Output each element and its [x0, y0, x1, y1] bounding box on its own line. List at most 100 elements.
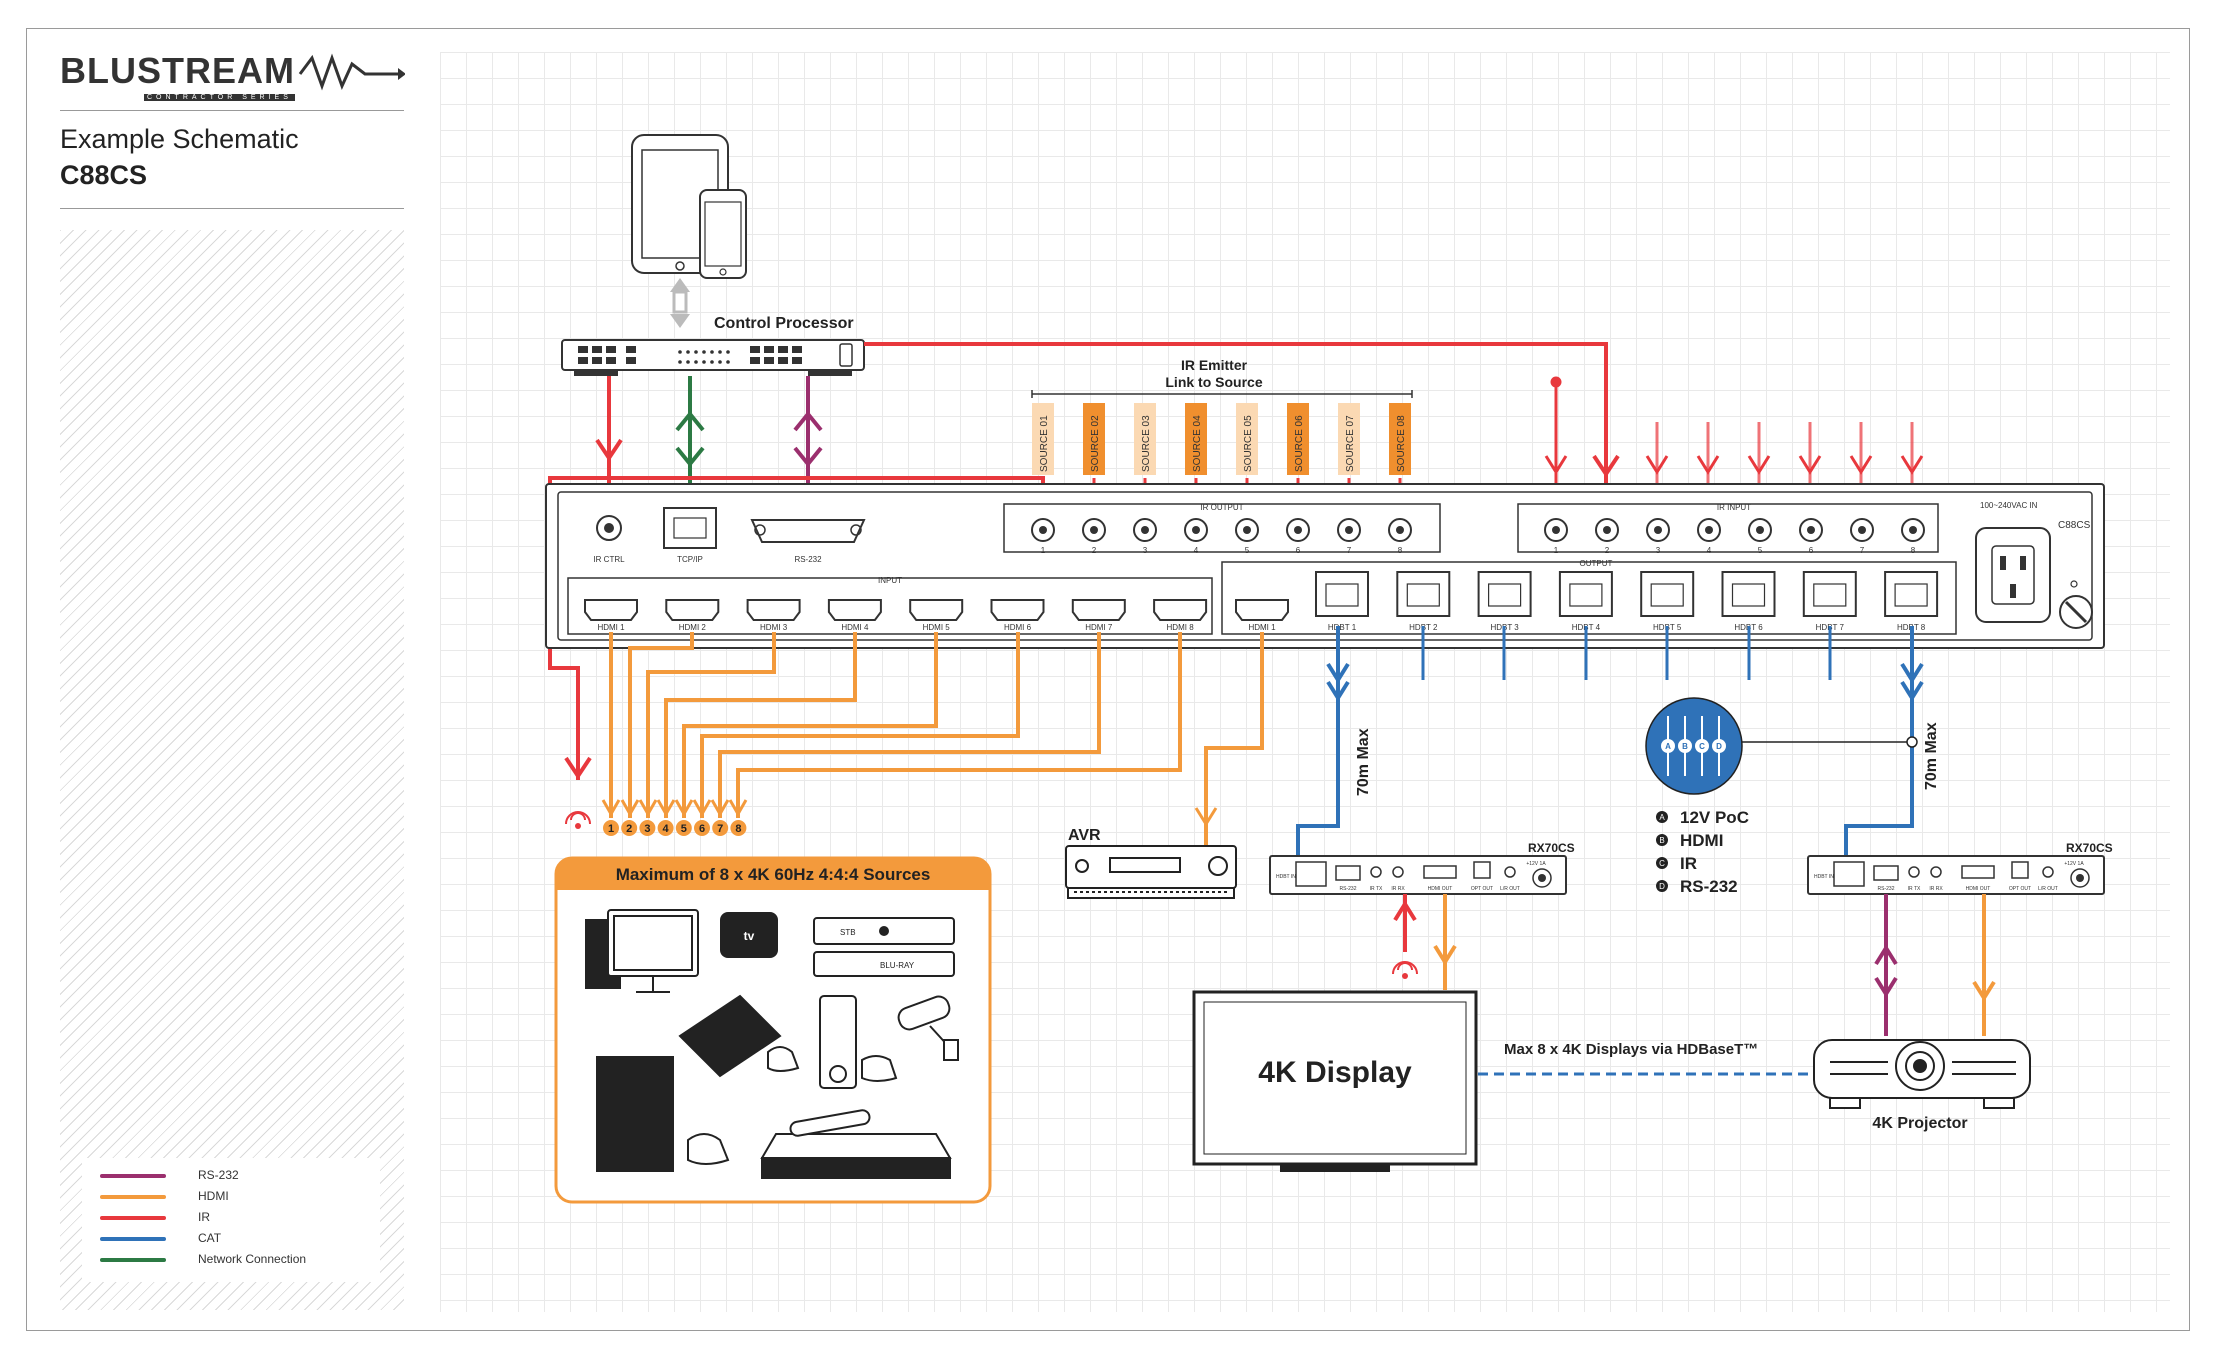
receiver-power-core [1538, 874, 1546, 882]
ir-output-jack-core [1243, 526, 1251, 534]
rx-right-hdmi-cable [1972, 894, 1996, 1036]
receiver-port-label: HDBT IN [1276, 874, 1296, 880]
hdbt-output-socket [1325, 583, 1359, 607]
ir-output-jack-core [1192, 526, 1200, 534]
legend-label: CAT [198, 1231, 222, 1245]
cat-legend-letter: D [1659, 882, 1665, 891]
ps4-icon [596, 1056, 730, 1172]
cable-length-left: 70m Max [1355, 728, 1372, 796]
legend-item-ir: IR [100, 1208, 370, 1226]
cat-cable-1 [1296, 626, 1350, 866]
cat-legend-text: RS-232 [1680, 877, 1738, 896]
hdbt-output-socket [1813, 583, 1847, 607]
ir-output-number: 8 [1398, 546, 1403, 555]
receiver-port-label: IR RX [1929, 886, 1943, 892]
legend-item-rs232: RS-232 [100, 1166, 370, 1184]
hdbt-output-socket [1894, 583, 1928, 607]
hdmi-input-port [1071, 599, 1126, 621]
receiver-port-label: IR RX [1391, 886, 1405, 892]
hdmi-input-label: HDMI 3 [760, 623, 788, 632]
input-label: INPUT [878, 576, 902, 585]
legend-swatch-ir [100, 1216, 166, 1220]
source-number-badge [603, 820, 619, 836]
cat-pair-letter: A [1665, 742, 1671, 751]
legend-item-network: Network Connection [100, 1250, 370, 1268]
stb-text: STB [840, 928, 856, 937]
hdmi-arrowheads [601, 799, 748, 818]
control-processor-label: Control Processor [714, 315, 854, 332]
cat-legend-text: 12V PoC [1680, 808, 1749, 827]
ir-input-number: 4 [1707, 546, 1712, 555]
receiver-port-label: HDBT IN [1814, 874, 1834, 880]
hdmi-input-label: HDMI 7 [1085, 623, 1113, 632]
logo-waveform-icon [298, 53, 405, 91]
hdmi-input-port [1153, 599, 1208, 621]
receiver-opt-out [2011, 861, 2029, 879]
ir-input-number: 6 [1809, 546, 1814, 555]
source-tags: SOURCE 01 SOURCE 02 SOURCE 03 SOURCE 04 … [1032, 403, 1411, 475]
max-displays-label: Max 8 x 4K Displays via HDBaseT™ [1504, 1041, 1758, 1058]
ground-icon [2070, 580, 2078, 588]
source-number-badge [730, 820, 747, 836]
ir-output-panel [1003, 503, 1441, 553]
ir-ctrl-label: IR CTRL [593, 555, 625, 564]
cable-length-right: 70m Max [1923, 722, 1940, 790]
cat-stubs [1421, 626, 1832, 680]
cat-pair-letter: C [1699, 742, 1705, 751]
ir-input-number: 1 [1554, 546, 1559, 555]
receiver-rs232 [1335, 865, 1361, 881]
receiver-opt-out [1473, 861, 1491, 879]
cat-cable-8 [1844, 626, 1924, 866]
cat-pair-legend: A 12V PoC B HDMI C IR D RS-232 [1656, 808, 1749, 896]
title-block: BLUSTREAM CONTRACTOR SERIES Example Sche… [60, 0, 405, 1340]
receiver-lr-out [2042, 866, 2054, 878]
hdmi-input-port [990, 599, 1045, 621]
ir-input-number: 8 [1911, 546, 1916, 555]
receiver-port-label: OPT OUT [2009, 886, 2031, 892]
hdmi-source-cables [609, 632, 1182, 818]
source-tag-1 [1032, 403, 1054, 475]
ir-output-jack-core [1396, 526, 1404, 534]
tcpip-label: TCP/IP [677, 555, 703, 564]
hdmi-input-port [909, 599, 964, 621]
ir-output-jack-core [1039, 526, 1047, 534]
receiver-right-label: RX70CS [2066, 841, 2113, 855]
ir-input-label: IR INPUT [1717, 503, 1751, 512]
receiver-port-label: L/R OUT [2038, 886, 2058, 892]
phone-icon [699, 189, 747, 279]
output-label: OUTPUT [1580, 559, 1613, 568]
receiver-hdbt-in [1833, 861, 1865, 887]
source-number-badge [675, 820, 692, 836]
rx-left-ir-cable [1393, 894, 1417, 952]
legend-item-hdmi: HDMI [100, 1187, 370, 1205]
media-box-icon [760, 1109, 952, 1179]
hdbt-output-socket [1731, 583, 1766, 607]
hdmi-output-label: HDMI 1 [1248, 623, 1276, 632]
ir-input-jack-core [1858, 526, 1866, 534]
receiver-port-label: IR TX [1370, 886, 1383, 892]
source-number: 2 [626, 823, 632, 835]
source-tag-4 [1185, 403, 1207, 475]
wireless-link-icon [670, 278, 690, 328]
receiver-port-label: RS-232 [1340, 886, 1357, 892]
ir-output-number: 2 [1092, 546, 1097, 555]
hdmi-input-label: HDMI 2 [679, 623, 707, 632]
receiver-lr-out [1504, 866, 1516, 878]
receiver-port-label: RS-232 [1878, 886, 1895, 892]
ir-output-number: 3 [1143, 546, 1148, 555]
cat-legend-text: IR [1680, 854, 1697, 873]
ir-input-number: 5 [1758, 546, 1763, 555]
power-label: 100~240VAC IN [1980, 501, 2038, 510]
camera-icon [897, 995, 959, 1061]
legend-label: Network Connection [198, 1252, 307, 1266]
ir-output-number: 6 [1296, 546, 1301, 555]
receiver-ir-rx [1392, 866, 1404, 878]
cat-legend-text: HDMI [1680, 831, 1723, 850]
hdmi-input-port [827, 599, 882, 621]
receiver-left-label: RX70CS [1528, 841, 1575, 855]
source-number: 4 [663, 823, 670, 835]
legend-item-cat: CAT [100, 1229, 370, 1247]
receiver-ir-rx [1930, 866, 1942, 878]
